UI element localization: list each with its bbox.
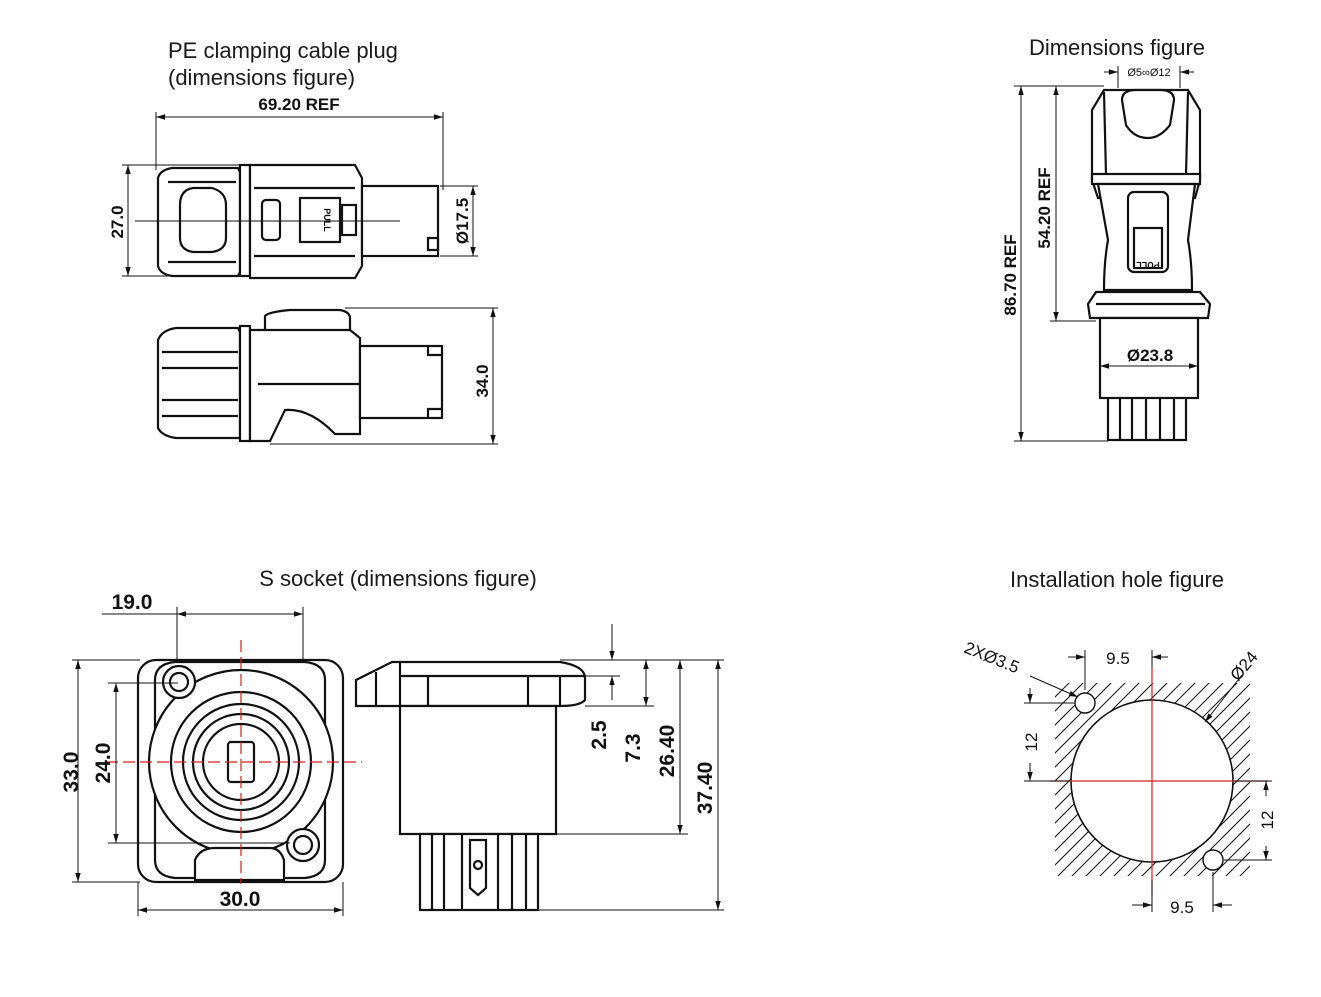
plug-figure: PE clamping cable plug (dimensions figur…: [108, 38, 498, 445]
plug-length-dimension: 69.20 REF: [155, 95, 444, 190]
socket-hole-spacing-dimension: 24.0: [92, 682, 290, 844]
plug-height-label: 27.0: [108, 205, 127, 238]
socket-body-label: 26.40: [656, 725, 679, 778]
cable-range-label: Ø5∞Ø12: [1127, 67, 1170, 79]
socket-offset-dimension: 19.0: [102, 591, 304, 676]
hole-main-label: Ø24: [1227, 648, 1262, 685]
plug-side-view: [156, 308, 444, 443]
hatch-line: [1240, 670, 1321, 890]
socket-side-dimensions: 2.5 7.3 26.40 37.40: [538, 624, 724, 911]
cable-range-dimension: Ø5∞Ø12: [1104, 66, 1194, 88]
hole-screw-label: 2XØ3.5: [962, 638, 1023, 677]
hole-right-offset-dimension: 12: [1224, 780, 1277, 861]
plug-title-line2: (dimensions figure): [168, 65, 355, 90]
socket-total-label: 37.40: [694, 762, 717, 815]
plug-title-line1: PE clamping cable plug: [168, 38, 398, 63]
hole-left-offset-label: 12: [1022, 733, 1041, 752]
hatch-line: [1169, 795, 1250, 876]
hole-main-callout: Ø24: [1204, 648, 1262, 723]
socket-width-label: 30.0: [220, 888, 261, 911]
hatch-line: [834, 670, 1054, 890]
hatch-line: [1225, 851, 1250, 876]
side-pull-label: PULL: [1136, 260, 1160, 270]
hatch-line: [1055, 683, 1098, 726]
socket-step-label: 7.3: [622, 733, 645, 762]
plug-pull-label: PULL: [322, 208, 332, 232]
installation-hole-figure: Installation hole figure 9.5 9.5: [820, 567, 1321, 917]
screw-hole-top-left: [1074, 692, 1096, 714]
hole-bottom-offset-dimension: 9.5: [1132, 872, 1232, 917]
plug-cable-diameter-label: Ø17.5: [453, 198, 472, 244]
side-dimensions-figure: Dimensions figure Ø5∞Ø12 PULL: [1001, 35, 1212, 442]
hatch-line: [1055, 683, 1126, 754]
socket-front-view: [106, 640, 362, 884]
socket-flange-label: 2.5: [588, 720, 611, 750]
hole-left-offset-dimension: 12: [1022, 688, 1075, 782]
hole-title: Installation hole figure: [1010, 567, 1224, 592]
screw-hole-bottom-right: [1202, 849, 1224, 871]
hatch-line: [1211, 837, 1250, 876]
hatch-line: [1055, 683, 1084, 712]
socket-title: S socket (dimensions figure): [259, 566, 537, 591]
side-total-label: 86.70 REF: [1001, 234, 1020, 315]
hole-top-offset-label: 9.5: [1106, 649, 1130, 668]
socket-hole-spacing-label: 24.0: [92, 743, 115, 784]
socket-figure: S socket (dimensions figure) 19.0: [60, 566, 724, 916]
side-upper-dimension: 54.20 REF: [1035, 85, 1104, 322]
hatch-line: [820, 670, 1040, 890]
side-upper-label: 54.20 REF: [1035, 167, 1054, 248]
plug-cable-diameter-dimension: Ø17.5: [440, 185, 478, 257]
side-title: Dimensions figure: [1029, 35, 1205, 60]
side-total-dimension: 86.70 REF: [1001, 85, 1108, 442]
side-flange-diameter-dimension: Ø23.8: [1100, 346, 1198, 369]
hole-top-offset-dimension: 9.5: [1068, 649, 1168, 690]
hole-screw-callout: 2XØ3.5: [962, 638, 1079, 698]
socket-outer-height-dimension: 33.0: [60, 659, 140, 883]
socket-offset-label: 19.0: [112, 591, 153, 614]
side-flange-diameter-label: Ø23.8: [1127, 346, 1173, 365]
socket-side-view: [354, 660, 587, 912]
hatch-line: [1055, 683, 1140, 768]
hole-bottom-offset-label: 9.5: [1170, 898, 1194, 917]
hatch-line: [1239, 865, 1250, 876]
side-connector-body: PULL: [1086, 88, 1212, 442]
socket-width-dimension: 30.0: [137, 882, 344, 916]
hole-right-offset-label: 12: [1258, 811, 1277, 830]
hatch-line: [1268, 670, 1321, 890]
socket-outer-height-label: 33.0: [60, 752, 83, 793]
plug-length-label: 69.20 REF: [258, 95, 339, 114]
plug-side-height-dimension: 34.0: [270, 307, 498, 445]
hatch-line: [1254, 670, 1321, 890]
plug-side-height-label: 34.0: [473, 364, 492, 397]
plug-top-view: PULL: [135, 163, 440, 280]
